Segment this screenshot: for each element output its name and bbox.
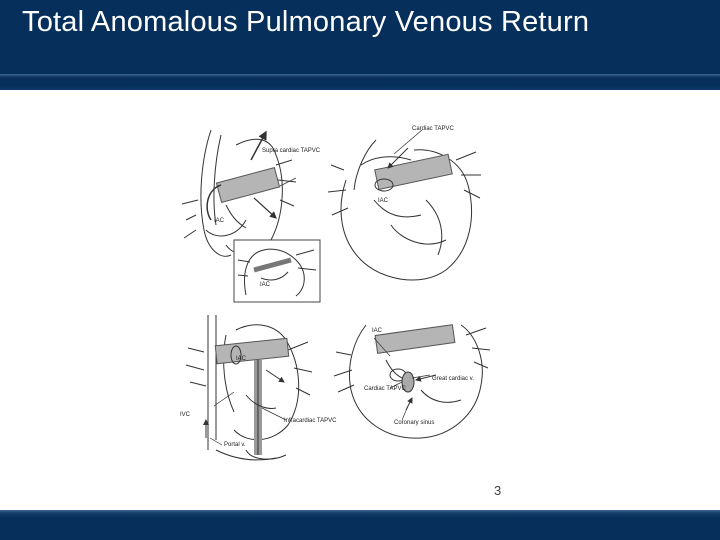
label-coronary-sinus: Coronary sinus	[394, 420, 435, 426]
tapvr-diagram-svg	[181, 129, 491, 461]
tapvr-diagram: Supra cardiac TAPVC IAC IAC Cardiac TAPV…	[176, 120, 506, 470]
label-ivc: IVC	[180, 412, 191, 418]
label-iac: IAC	[236, 356, 247, 362]
footer-bar	[0, 510, 720, 540]
panel-supracardiac-inset	[233, 239, 321, 303]
title-divider	[0, 74, 720, 90]
title-bar: Total Anomalous Pulmonary Venous Return	[0, 0, 720, 74]
label-supracardiac: Supra cardiac TAPVC	[262, 148, 321, 154]
label-cardiac-tapvc-lower: Cardiac TAPVC	[364, 386, 406, 392]
label-cardiac-tapvc: Cardiac TAPVC	[412, 126, 454, 132]
slide-title: Total Anomalous Pulmonary Venous Return	[22, 6, 590, 38]
label-iac: IAC	[260, 282, 271, 288]
slide-content	[0, 90, 720, 510]
label-infracardiac: Infracardiac TAPVC	[284, 418, 337, 424]
panel-cardiac	[327, 139, 481, 281]
label-iac: IAC	[372, 328, 383, 334]
label-iac: IAC	[378, 198, 389, 204]
label-iac: IAC	[214, 218, 225, 224]
label-great-cardiac-vein: Great cardiac v.	[432, 376, 474, 382]
page-number: 3	[494, 483, 502, 498]
panel-supracardiac	[181, 129, 297, 257]
label-portal-vein: Portal v.	[224, 442, 246, 448]
panel-infracardiac	[185, 315, 313, 461]
